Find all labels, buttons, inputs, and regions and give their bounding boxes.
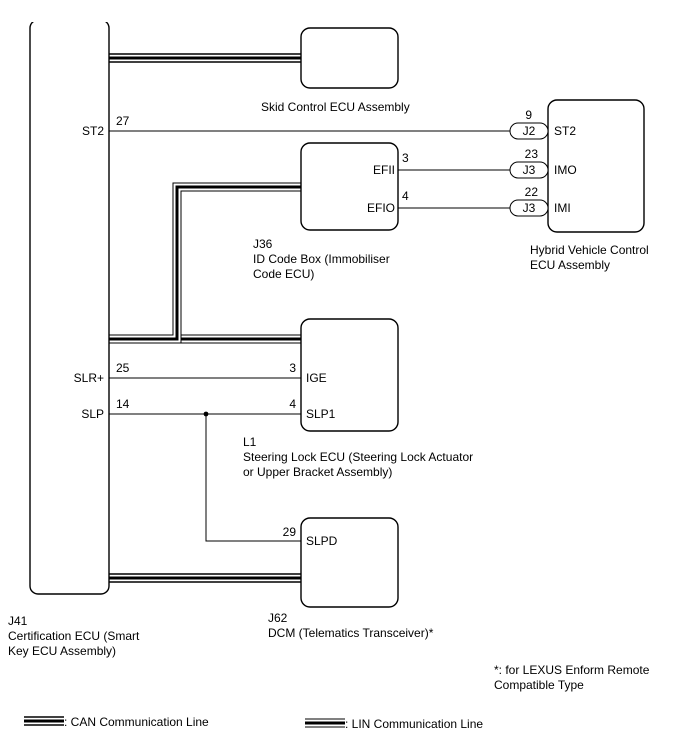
dcm-box [300,517,399,608]
hybrid-pin-label-imi: IMI [554,201,571,215]
hybrid-vehicle-ecu-box [547,99,645,233]
hybrid-pin-number-23: 23 [525,147,539,161]
steering-pin-label-ige: IGE [306,371,327,385]
footnote-line-2: Compatible Type [494,678,584,692]
svg-text:J3: J3 [523,201,536,215]
legend-lin-symbol [305,718,345,728]
id-code-box-code: J36 [253,237,273,251]
skid-control-ecu-box [300,27,399,89]
certification-ecu-name-1: Certification ECU (Smart [8,629,140,643]
connector-j3-imo: J3 [509,161,549,179]
id-code-box-name-1: ID Code Box (Immobiliser [253,252,390,266]
wire-slpd [205,414,301,542]
certification-ecu-box [29,19,110,595]
pin-number-25: 25 [116,361,130,375]
id-code-pin-label-efio: EFIO [367,201,395,215]
hybrid-ecu-name-1: Hybrid Vehicle Control [530,243,649,257]
steering-pin-number-3: 3 [289,361,296,375]
svg-text:J3: J3 [523,163,536,177]
id-code-pin-label-efii: EFII [373,163,395,177]
can-line-dcm [109,573,301,583]
steering-pin-label-slp1: SLP1 [306,407,336,421]
lin-line-id-code [109,182,301,344]
certification-ecu-name-2: Key ECU Assembly) [8,644,116,658]
steering-lock-code: L1 [243,435,257,449]
pin-label-slr: SLR+ [74,371,104,385]
hybrid-ecu-name-2: ECU Assembly [530,258,610,272]
legend-can-label: : CAN Communication Line [64,715,209,729]
legend-lin-label: : LIN Communication Line [345,717,483,731]
dcm-name: DCM (Telematics Transceiver)* [268,626,434,640]
id-code-pin-number-3: 3 [402,151,409,165]
hybrid-pin-label-st2: ST2 [554,124,576,138]
steering-lock-name-1: Steering Lock ECU (Steering Lock Actuato… [243,450,473,464]
legend-can-symbol [24,716,64,726]
pin-label-st2: ST2 [82,124,104,138]
certification-ecu-code: J41 [8,614,28,628]
lin-line-steering [181,334,301,344]
connector-j3-imi: J3 [509,199,549,217]
id-code-box-name-2: Code ECU) [253,267,314,281]
steering-lock-ecu-box [300,318,399,432]
id-code-pin-number-4: 4 [402,189,409,203]
hybrid-pin-label-imo: IMO [554,163,577,177]
can-line-skid [109,53,301,63]
hybrid-pin-number-9: 9 [525,108,532,122]
dcm-pin-number-29: 29 [283,525,297,539]
pin-number-27: 27 [116,114,130,128]
footnote-line-1: *: for LEXUS Enform Remote [494,663,650,677]
id-code-box [300,142,399,231]
connector-j2-st2: J2 [509,122,549,140]
pin-number-14: 14 [116,397,130,411]
hybrid-pin-number-22: 22 [525,185,539,199]
svg-text:J2: J2 [523,124,536,138]
splice-point [203,411,209,417]
steering-lock-name-2: or Upper Bracket Assembly) [243,465,392,479]
dcm-code: J62 [268,611,288,625]
skid-control-name: Skid Control ECU Assembly [261,100,410,114]
pin-label-slp: SLP [81,407,104,421]
dcm-pin-label-slpd: SLPD [306,534,338,548]
steering-pin-number-4: 4 [289,397,296,411]
